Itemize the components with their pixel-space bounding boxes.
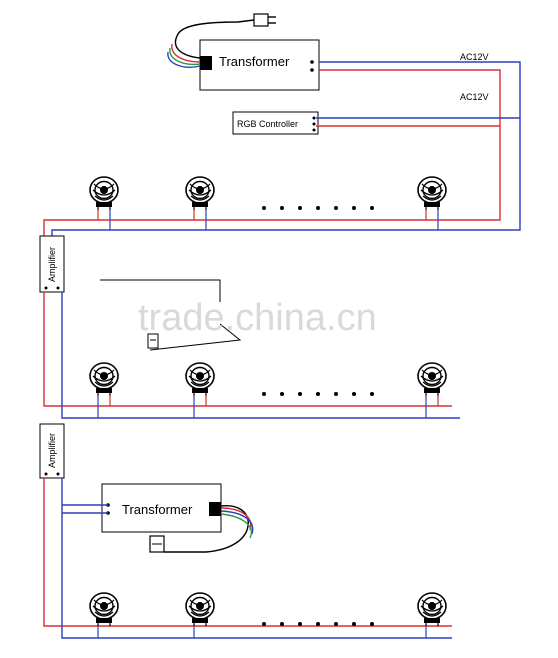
power-plug-icon bbox=[149, 505, 254, 553]
middle-controller bbox=[100, 279, 242, 351]
ac12v-label-second: AC12V bbox=[460, 92, 489, 102]
rgb-controller-label: RGB Controller bbox=[237, 119, 298, 129]
lamp-row-2 bbox=[89, 362, 447, 418]
bottom-wiring bbox=[43, 478, 452, 639]
amplifier-1: Amplifier bbox=[39, 235, 65, 293]
light-fixture-icon bbox=[417, 592, 447, 627]
light-fixture-icon bbox=[417, 176, 447, 211]
transformer-top-label: Transformer bbox=[219, 54, 290, 69]
middle-wiring bbox=[43, 292, 460, 419]
light-fixture-icon bbox=[417, 362, 447, 397]
transformer-bottom: Transformer bbox=[101, 483, 222, 533]
transformer-bottom-label: Transformer bbox=[122, 502, 193, 517]
amplifier-2-label: Amplifier bbox=[47, 433, 57, 468]
amplifier-1-label: Amplifier bbox=[47, 247, 57, 282]
watermark: trade.china.cn bbox=[138, 297, 377, 339]
lamp-row-1 bbox=[89, 176, 447, 230]
light-fixture-icon bbox=[89, 176, 119, 211]
top-wiring bbox=[43, 61, 521, 242]
ac12v-label-top: AC12V bbox=[460, 52, 489, 62]
transformer-top: Transformer bbox=[199, 39, 320, 91]
power-plug-icon bbox=[167, 13, 276, 68]
light-fixture-icon bbox=[89, 362, 119, 397]
amplifier-2: Amplifier bbox=[39, 423, 65, 479]
light-fixture-icon bbox=[185, 362, 215, 397]
light-fixture-icon bbox=[185, 592, 215, 627]
light-fixture-icon bbox=[185, 176, 215, 211]
lamp-row-3 bbox=[89, 592, 447, 638]
light-fixture-icon bbox=[89, 592, 119, 627]
rgb-controller: RGB Controller bbox=[232, 111, 319, 135]
